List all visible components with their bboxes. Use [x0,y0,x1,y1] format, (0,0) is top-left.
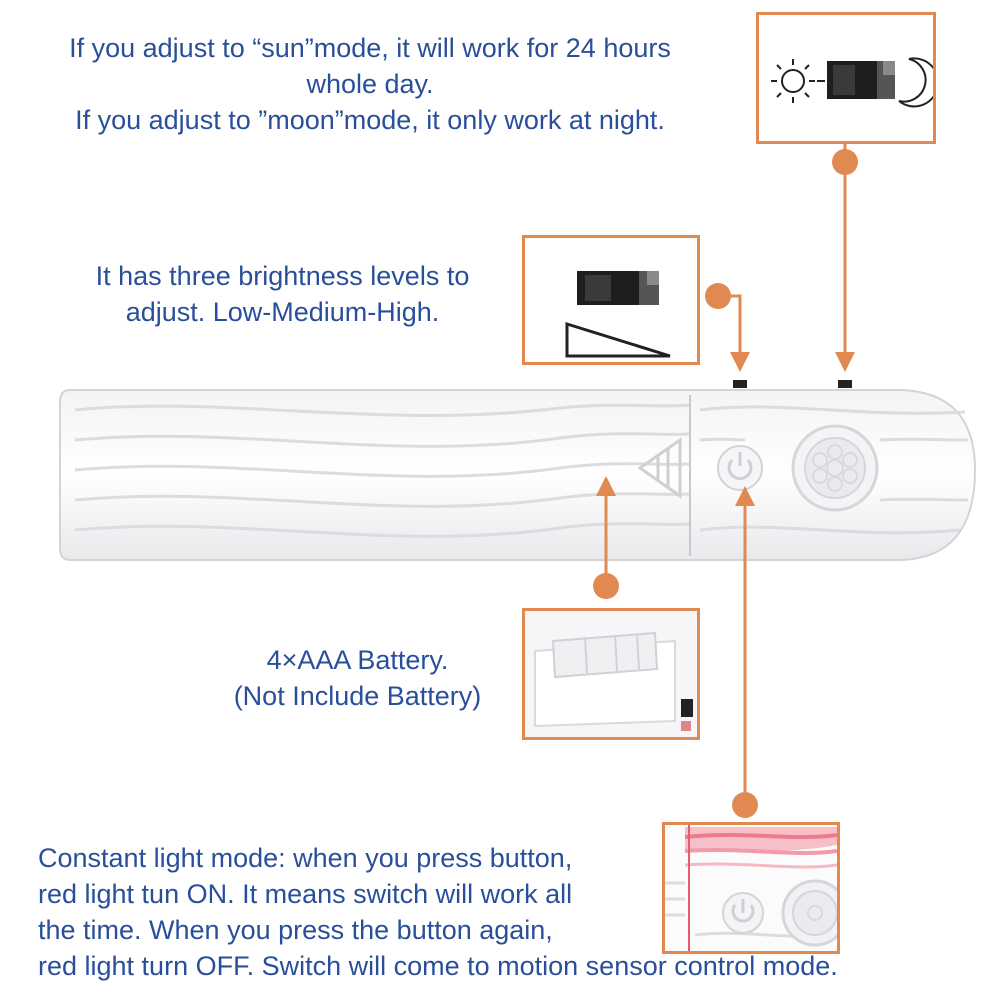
constant-light-caption-line3: the time. When you press the button agai… [38,915,553,945]
brightness-caption-line2: adjust. Low-Medium-High. [125,297,440,327]
sun-icon [771,59,815,103]
motion-sensor-icon [791,424,879,512]
battery-compartment-detail [522,608,700,740]
red-indicator-glow [684,827,837,869]
power-button-icon[interactable] [717,445,763,491]
constant-light-caption-line2: red light tun ON. It means switch will w… [38,879,573,909]
constant-light-caption-line1: Constant light mode: when you press butt… [38,843,573,873]
brightness-caption-line1: It has three brightness levels to [95,261,470,291]
sun-moon-switch-detail [756,12,936,144]
power-button-icon [722,892,764,934]
battery-caption: 4×AAA Battery. (Not Include Battery) [200,642,515,714]
brightness-switch-detail [522,235,700,365]
constant-light-detail [662,822,840,954]
battery-caption-line1: 4×AAA Battery. [266,645,449,675]
sun-moon-caption-line1: If you adjust to “sun”mode, it will work… [69,33,671,63]
brightness-caption: It has three brightness levels to adjust… [60,258,505,330]
constant-light-caption: Constant light mode: when you press butt… [38,840,968,984]
sun-moon-caption-line3: If you adjust to ”moon”mode, it only wor… [75,105,665,135]
leader-lines [593,140,858,818]
motion-sensor-icon [781,879,837,947]
constant-light-caption-line4: red light turn OFF. Switch will come to … [38,951,838,981]
sun-moon-caption: If you adjust to “sun”mode, it will work… [20,30,720,138]
slide-switch-icon [577,271,659,305]
slide-switch-icon [817,61,895,99]
brightness-ramp-icon [565,321,671,358]
sun-moon-caption-line2: whole day. [306,69,434,99]
moon-icon [898,57,933,108]
battery-caption-line2: (Not Include Battery) [233,681,482,711]
